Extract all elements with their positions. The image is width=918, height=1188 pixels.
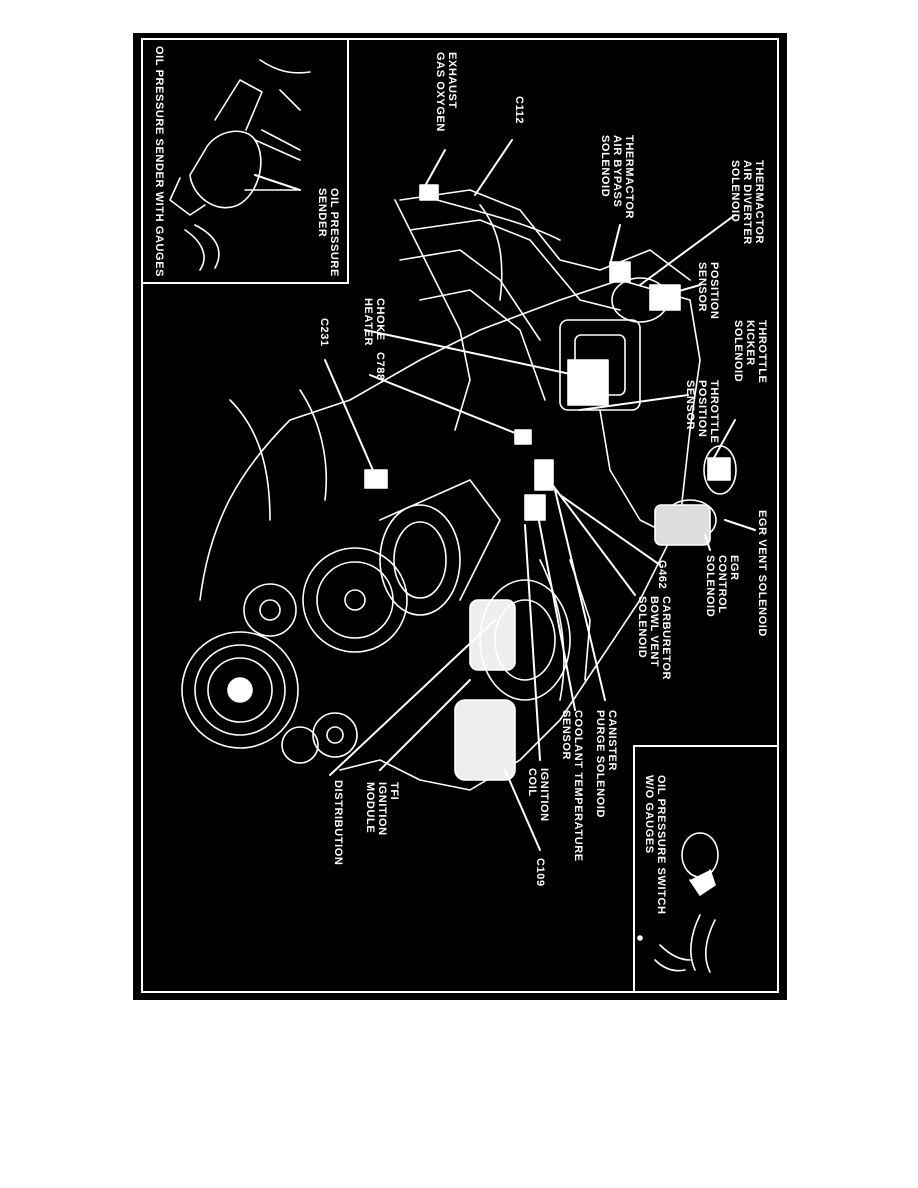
leader-throttle-position bbox=[579, 394, 689, 411]
leader-coolant-temp bbox=[534, 499, 576, 711]
label-c231: C231 bbox=[318, 318, 330, 347]
leader-lines bbox=[254, 139, 756, 851]
leader-carb-bowl-vent bbox=[544, 474, 636, 596]
label-throttle-position-sensor: THROTTLE POSITION SENSOR bbox=[684, 380, 720, 444]
label-tfi-ignition-module: TFI IGNITION MODULE bbox=[364, 782, 400, 836]
label-distribution: DISTRIBUTION bbox=[332, 780, 344, 866]
leader-choke-heater bbox=[364, 329, 576, 376]
label-exhaust-gas-oxygen: EXHAUST GAS OXYGEN bbox=[434, 52, 458, 132]
label-ignition-coil: IGNITION COIL bbox=[526, 768, 550, 822]
engine-drawing bbox=[181, 184, 737, 791]
label-c112: C112 bbox=[513, 96, 525, 125]
leader-oil-pressure-sender bbox=[254, 174, 301, 191]
label-c109: C109 bbox=[534, 858, 546, 887]
oil-pressure-switch-sketch bbox=[637, 832, 719, 973]
label-throttle-kicker-solenoid: THROTTLE KICKER SOLENOID bbox=[732, 320, 768, 384]
leader-distribution bbox=[329, 619, 496, 776]
leader-thermactor-diverter bbox=[639, 214, 736, 286]
label-thermactor-air-bypass-solenoid: THERMACTOR AIR BYPASS SOLENOID bbox=[599, 135, 635, 220]
leader-ignition-coil bbox=[524, 524, 541, 761]
leader-c788 bbox=[369, 374, 521, 436]
leader-position-sensor bbox=[664, 284, 701, 296]
leader-egr-control bbox=[704, 534, 711, 551]
label-g462: G462 bbox=[656, 560, 668, 590]
label-choke-heater: CHOKE HEATER bbox=[362, 298, 386, 347]
leader-c231 bbox=[324, 359, 376, 476]
leader-tfi-module bbox=[379, 679, 471, 771]
label-coolant-temperature-sensor: COOLANT TEMPERATURE SENSOR bbox=[560, 710, 584, 862]
label-egr-control-solenoid: EGR CONTROL SOLENOID bbox=[704, 555, 740, 618]
fan-pulley bbox=[302, 547, 408, 653]
crank-pulley-outer bbox=[181, 631, 299, 749]
leader-canister-purge bbox=[554, 489, 606, 701]
inset-oil-pressure-switch bbox=[633, 745, 779, 993]
label-thermactor-air-diverter-solenoid: THERMACTOR AIR DIVERTER SOLENOID bbox=[729, 160, 765, 245]
diagram-frame bbox=[141, 38, 779, 993]
label-carburetor-bowl-vent-solenoid: CARBURETOR BOWL VENT SOLENOID bbox=[636, 596, 672, 681]
leader-c112 bbox=[474, 139, 513, 196]
oil-pressure-sender-sketch bbox=[169, 59, 311, 271]
label-egr-vent-solenoid: EGR VENT SOLENOID bbox=[756, 510, 768, 637]
label-canister-purge-solenoid: CANISTER PURGE SOLENOID bbox=[594, 710, 618, 819]
label-c788: C788 bbox=[374, 352, 386, 381]
label-oil-pressure-switch-wo-gauges: OIL PRESSURE SWITCH W/O GAUGES bbox=[643, 775, 667, 915]
label-position-sensor: POSITION SENSOR bbox=[696, 262, 720, 320]
leader-c109 bbox=[504, 769, 541, 851]
leader-exhaust-gas-oxygen bbox=[419, 149, 446, 196]
leader-throttle-kicker bbox=[709, 419, 736, 466]
leader-thermactor-bypass bbox=[609, 224, 621, 266]
leader-g462 bbox=[559, 494, 661, 566]
leader-egr-vent bbox=[724, 519, 756, 531]
inset-oil-pressure-sender bbox=[141, 38, 349, 284]
label-oil-pressure-sender: OIL PRESSURE SENDER bbox=[316, 188, 340, 277]
label-oil-pressure-sender-with-gauges: OIL PRESSURE SENDER WITH GAUGES bbox=[153, 46, 165, 278]
